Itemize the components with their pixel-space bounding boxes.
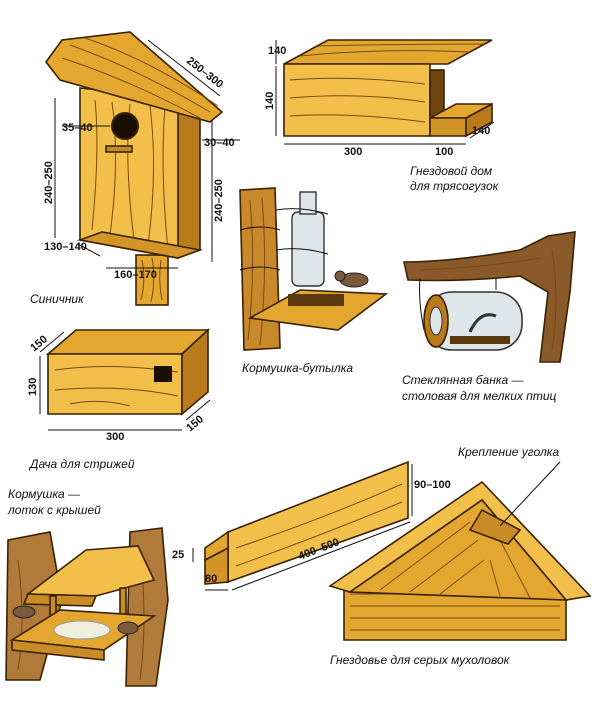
dim-corner-width: 80: [205, 573, 217, 585]
label-corner-mount: Крепление уголка: [458, 445, 559, 459]
dim-swift-height: 130: [27, 378, 39, 396]
caption-jar-line2: столовая для мелких птиц: [402, 389, 556, 403]
bird-left: [12, 605, 36, 619]
dim-overhang: 30–40: [204, 137, 235, 149]
corner-lip: [204, 530, 229, 562]
caption-bottle-feeder: Кормушка-бутылка: [242, 361, 353, 375]
house-gable: [347, 498, 568, 601]
wagtail-house: 140 140 300 100 140 Гнездовой дом для тр…: [264, 39, 500, 193]
swift-entrance: [154, 366, 172, 382]
entrance-hole: [111, 112, 139, 140]
caption-jar-line1: Стеклянная банка —: [402, 373, 525, 387]
swift-house-front: [47, 353, 183, 415]
dim-corner-lip: 25: [172, 549, 184, 561]
birdhouse-roof: [44, 31, 224, 123]
feeder-tray: [247, 289, 389, 331]
caption-tit-birdhouse: Синичник: [30, 292, 85, 306]
dim-swift-depth-right: 150: [184, 413, 206, 434]
tree-trunk: [239, 187, 281, 351]
dim-porch-length: 100: [435, 146, 453, 158]
bottle-feeder: Кормушка-бутылка: [239, 187, 389, 375]
dim-corner-height: 90–100: [414, 479, 451, 491]
dim-width: 160–170: [114, 269, 157, 281]
glass-jar-feeder: Стеклянная банка — столовая для мелких п…: [402, 231, 576, 403]
dim-height: 140: [264, 92, 276, 110]
caption-tray-line1: Кормушка —: [8, 487, 81, 501]
tray-feeder: Кормушка — лоток с крышей: [5, 487, 169, 687]
perch-peg: [105, 145, 133, 153]
dim-back-height: 240–250: [213, 179, 225, 222]
swift-house-top: [45, 329, 211, 355]
swift-house-side: [181, 328, 209, 416]
swift-house: 130 150 300 150 Дача для стрижей: [27, 328, 211, 471]
bird-right: [117, 621, 139, 635]
flycatcher-house: Крепление уголка Гнездовье для серых мух…: [328, 445, 592, 667]
tit-birdhouse: 250–300 35–40 240–250 30–40 240–250 130–…: [30, 31, 240, 306]
caption-wagtail-line2: для трясогузок: [410, 179, 500, 193]
caption-flycatcher-nest: Гнездовье для серых мухоловок: [330, 653, 511, 667]
dim-swift-depth-left: 150: [28, 333, 50, 354]
dim-top-depth: 140: [268, 45, 286, 57]
caption-wagtail-line1: Гнездовой дом: [410, 164, 492, 178]
caption-swift-house: Дача для стрижей: [28, 457, 135, 471]
dim-hole-offset: 35–40: [62, 122, 93, 134]
caption-tray-line2: лоток с крышей: [7, 503, 101, 517]
dim-length: 300: [344, 146, 362, 158]
dim-swift-length: 300: [106, 431, 124, 443]
dim-front-height: 240–250: [43, 161, 55, 204]
mounted-corner: [468, 508, 522, 545]
dim-porch-depth: 140: [472, 125, 490, 137]
tree-branch: [403, 231, 576, 363]
dim-bottom-depth: 130–140: [44, 241, 87, 253]
